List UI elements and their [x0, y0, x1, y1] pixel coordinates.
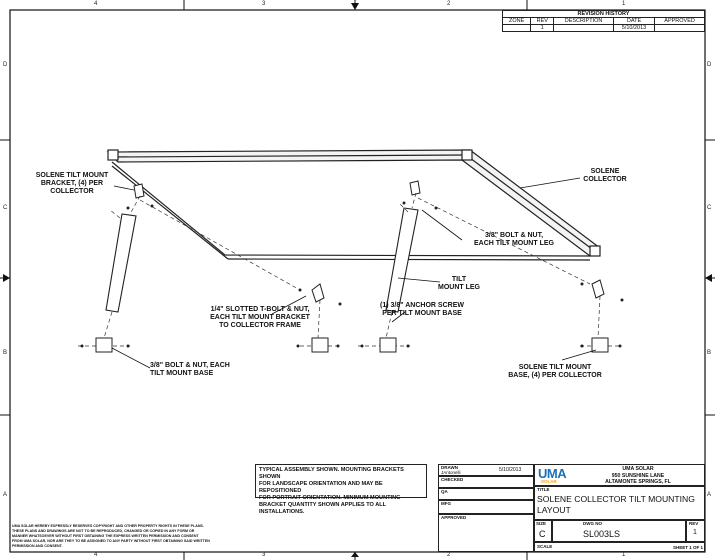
zone-row-label: C — [3, 205, 8, 211]
revision-header: REV — [530, 17, 555, 25]
zone-row-label: B — [707, 350, 712, 356]
qa-cell: QA — [438, 488, 534, 500]
drawing-border — [9, 9, 706, 553]
zone-col-label: 3 — [262, 1, 266, 7]
zone-col-label: 1 — [622, 552, 626, 558]
revision-header: APPROVED — [654, 17, 705, 25]
leader-lines — [111, 177, 597, 369]
assembly-note: TYPICAL ASSEMBLY SHOWN. MOUNTING BRACKET… — [255, 464, 427, 515]
zone-row-label: C — [707, 205, 712, 211]
scale-cell: SCALE SHEET 1 OF 1 — [534, 542, 705, 552]
revision-history-table: REVISION HISTORY ZONE REV DESCRIPTION DA… — [501, 10, 705, 32]
zone-row-label: B — [3, 350, 8, 356]
proprietary-notice: UMA SOLAR HEREBY EXPRESSLY RESERVES COPY… — [12, 524, 210, 548]
revision-header: ZONE — [501, 17, 532, 25]
zone-col-label: 4 — [94, 552, 98, 558]
callout-t-bolt: 1/4" SLOTTED T-BOLT & NUT,EACH TILT MOUN… — [210, 306, 310, 329]
revision-cell — [654, 24, 705, 32]
solene-collector — [106, 149, 601, 261]
zone-col-label: 2 — [447, 1, 451, 7]
revision-cell: 1 — [530, 24, 555, 32]
tilt-mount-legs — [105, 207, 419, 313]
zone-col-label: 1 — [622, 1, 626, 7]
center-mark-right — [705, 274, 712, 282]
approved-cell: APPROVED — [438, 514, 534, 552]
zone-row-label: D — [3, 62, 8, 68]
checked-cell: CHECKED — [438, 476, 534, 488]
zone-col-label: 3 — [262, 552, 266, 558]
center-mark-left — [3, 274, 10, 282]
zone-row-label: D — [707, 62, 712, 68]
uma-logo-sub: SOLAR — [541, 479, 557, 484]
size-cell: SIZE C — [534, 520, 552, 542]
uma-logo: UMA — [538, 466, 567, 481]
drawn-cell: DRAWN JAntonelli 5/10/2013 — [438, 464, 534, 476]
mfg-cell: MFG — [438, 500, 534, 514]
sheet-number: SHEET 1 OF 1 — [673, 545, 704, 550]
revision-cell: 5/10/2013 — [612, 24, 656, 32]
zone-col-label: 4 — [94, 1, 98, 7]
center-mark-bottom — [351, 552, 359, 557]
rev-cell: REV 1 — [686, 520, 705, 542]
revision-header: DESCRIPTION — [553, 17, 614, 25]
zone-row-label: A — [3, 492, 8, 498]
tilt-mount-bases — [95, 337, 609, 353]
tilt-mount-brackets — [133, 180, 605, 303]
zone-row-label: A — [707, 492, 712, 498]
hardware-dots — [80, 201, 624, 348]
dwg-no-cell: DWG NO SL003LS — [552, 520, 686, 542]
callout-bolt-leg: 3/8" BOLT & NUT,EACH TILT MOUNT LEG — [474, 232, 554, 247]
zone-col-label: 2 — [447, 552, 451, 558]
revision-title: REVISION HISTORY — [502, 10, 705, 18]
center-mark-top — [351, 3, 359, 10]
revision-cell — [501, 24, 532, 32]
revision-header: DATE — [612, 17, 656, 25]
revision-cell — [553, 24, 614, 32]
